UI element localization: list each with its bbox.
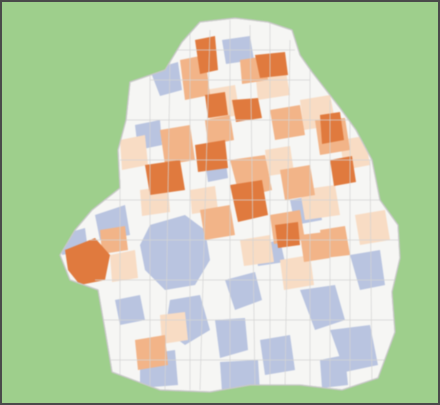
tract-layer bbox=[60, 20, 400, 392]
county-border bbox=[59, 17, 401, 393]
tract-boundaries bbox=[90, 20, 400, 391]
tracts-high-value bbox=[65, 36, 356, 285]
